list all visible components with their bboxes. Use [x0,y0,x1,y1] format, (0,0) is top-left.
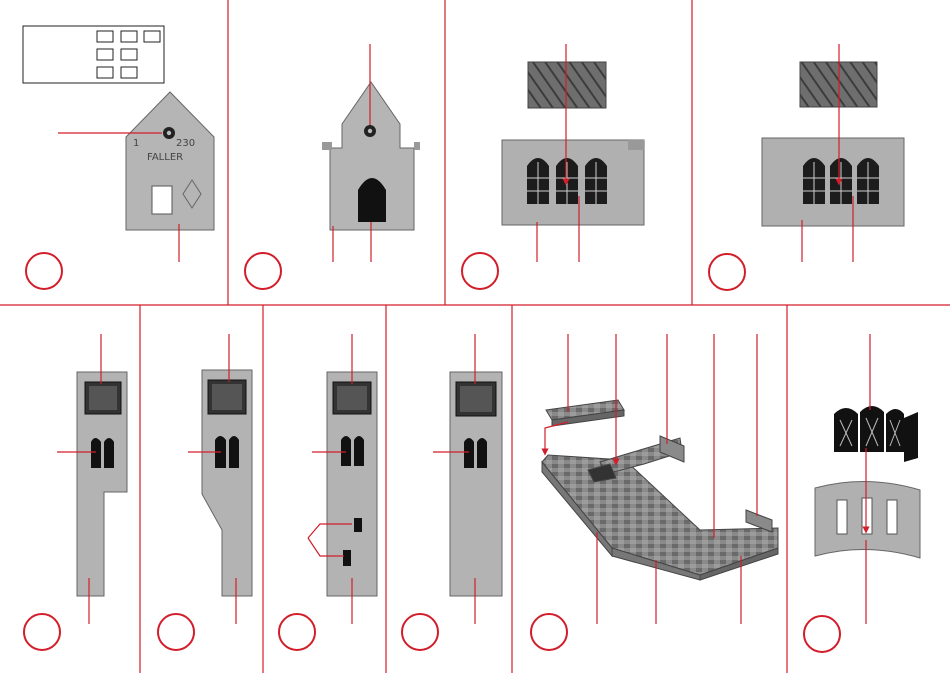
gable-wall-door [322,82,420,230]
step-circle-icon [24,253,840,652]
tower-wall-4 [450,372,502,596]
tower-wall-2 [202,370,252,596]
sprue-chart-icon [23,26,164,83]
curved-wall [815,481,920,558]
callout-line [866,334,870,624]
window-frame-curved [834,406,918,462]
molding-text: FALLER [147,152,183,163]
side-wall-windows [502,140,644,225]
gable-wall-front: FALLER 230 1 [126,92,214,230]
tower-wall-3 [327,372,377,596]
side-wall-assembled [762,138,904,226]
stone-base-assembly [542,400,778,580]
tower-wall-1 [77,372,127,596]
roof-plate [528,62,606,108]
molding-number-left: 1 [133,138,139,149]
molding-number-right: 230 [176,138,195,149]
